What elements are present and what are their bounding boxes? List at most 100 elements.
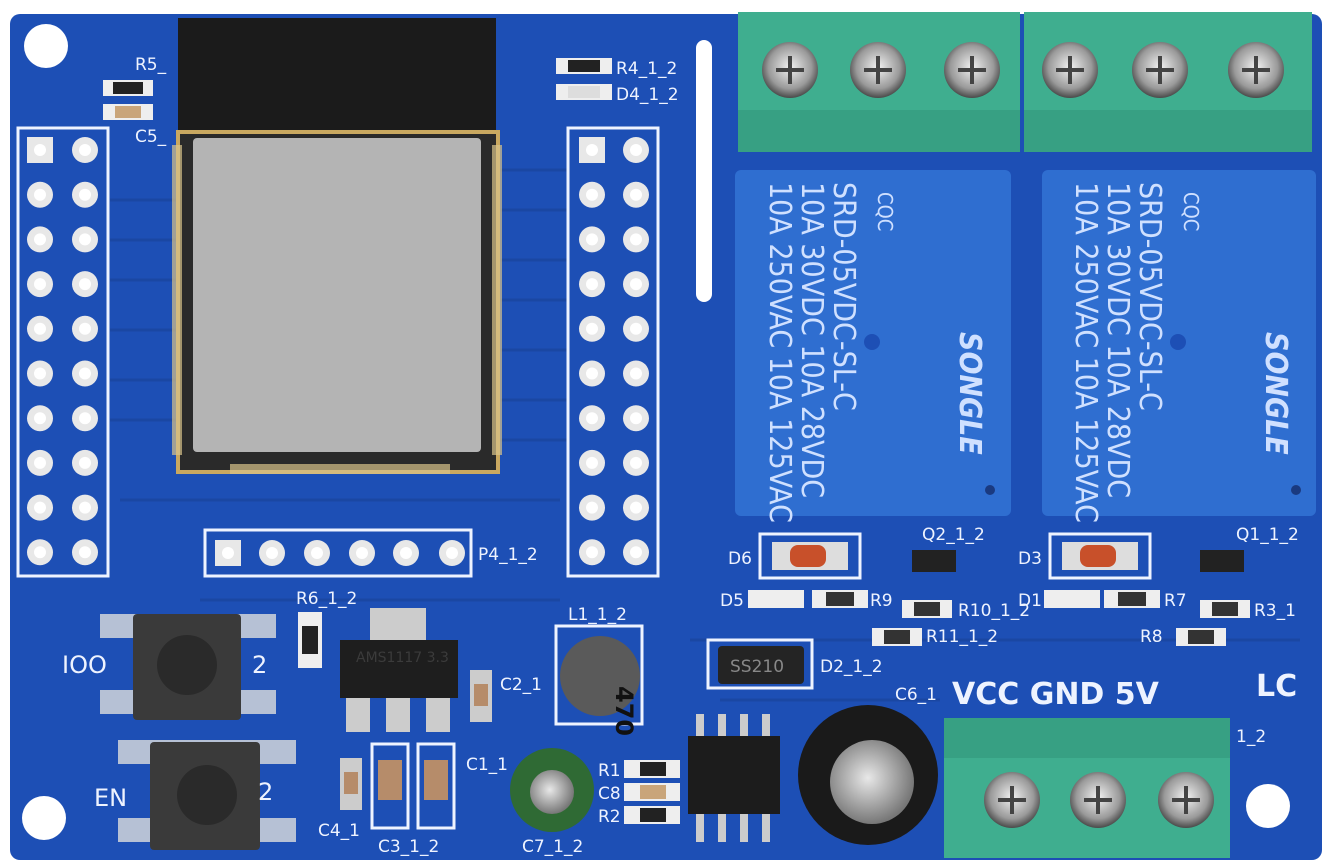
pin-hole xyxy=(34,188,46,201)
pin-hole xyxy=(311,547,323,559)
pin-hole xyxy=(79,322,91,335)
screw-slot xyxy=(1056,56,1084,84)
pin-hole xyxy=(79,278,91,291)
pin-hole xyxy=(34,546,46,559)
pin-hole xyxy=(34,367,46,380)
pin-hole xyxy=(630,546,642,559)
silkscreen-label: 1_2 xyxy=(1236,727,1266,747)
screw-slot xyxy=(1242,56,1270,84)
pin-hole xyxy=(34,278,46,291)
pin-hole xyxy=(630,144,642,156)
smd-top-mid: R4_1_2 D4_1_2 xyxy=(556,40,712,302)
pin-hole xyxy=(266,547,278,559)
pin-hole xyxy=(446,547,458,559)
silkscreen-label: C4_1 xyxy=(318,821,360,841)
pin-hole xyxy=(630,501,642,514)
pin-hole xyxy=(79,456,91,469)
relay-driver-1: D6 D5 R9 Q2_1_2 R10_1_2 R11_1_2 xyxy=(720,525,1030,647)
right-pin-header xyxy=(566,126,660,578)
button-ioo[interactable]: IOO 2 xyxy=(62,614,276,720)
logo-lc: LC xyxy=(1256,669,1297,704)
screw-slot xyxy=(1172,786,1200,814)
silkscreen-label: D6 xyxy=(728,549,752,569)
silkscreen-label: C3_1_2 xyxy=(378,837,439,857)
pin-hole xyxy=(79,144,91,156)
relay-1-rating-dc: 10A 30VDC 10A 28VDC xyxy=(794,182,829,498)
relay-2-rating-ac: 10A 250VAC 10A 125VAC xyxy=(1068,182,1103,523)
silkscreen-label: D1 xyxy=(1018,591,1042,611)
screw-slot xyxy=(1146,56,1174,84)
button-en[interactable]: EN 2 xyxy=(94,740,296,850)
relay-2-model: SRD-05VDC-SL-C xyxy=(1132,182,1167,411)
pin-hole xyxy=(79,412,91,425)
esp32-module xyxy=(172,18,502,474)
silkscreen-label: R2 xyxy=(598,807,621,827)
pin-hole xyxy=(630,456,642,469)
silkscreen-label: R10_1_2 xyxy=(958,601,1030,621)
screw-slot xyxy=(776,56,804,84)
mounting-holes xyxy=(22,24,1290,840)
silkscreen-label: C6_1 xyxy=(895,685,937,705)
silkscreen-label: D2_1_2 xyxy=(820,657,883,677)
pin-hole xyxy=(630,188,642,201)
slot-cutout xyxy=(696,40,712,302)
silkscreen-label: R8 xyxy=(1140,627,1163,647)
silkscreen-label: SS210 xyxy=(730,657,784,677)
diode-ss210 xyxy=(718,646,804,684)
pin-hole xyxy=(356,547,368,559)
pin-hole xyxy=(400,547,412,559)
label-r5: R5_ xyxy=(135,55,167,75)
silkscreen-label: AMS1117 3.3 xyxy=(356,650,449,666)
silkscreen-label: R1 xyxy=(598,761,621,781)
pin-hole xyxy=(586,412,598,425)
left-pin-header xyxy=(16,126,110,578)
relay-1: 10A 250VAC 10A 125VAC 10A 30VDC 10A 28VD… xyxy=(735,170,1011,523)
relay-2-brand: SONGLE xyxy=(1258,332,1293,455)
silkscreen-label: 2 xyxy=(252,651,267,679)
pin-hole xyxy=(630,412,642,425)
pin-hole xyxy=(34,322,46,335)
silkscreen-label: C1_1 xyxy=(466,755,508,775)
pin-hole xyxy=(34,233,46,246)
silkscreen-label: C8 xyxy=(598,784,621,804)
silkscreen-label: Q1_1_2 xyxy=(1236,525,1299,545)
pin-hole xyxy=(630,367,642,380)
pin-hole xyxy=(79,546,91,559)
pin-hole xyxy=(79,188,91,201)
silkscreen-label: R9 xyxy=(870,591,893,611)
pin-hole xyxy=(586,501,598,514)
power-label: VCC GND 5V xyxy=(952,677,1160,712)
silkscreen-label: D3 xyxy=(1018,549,1042,569)
silkscreen-label: R11_1_2 xyxy=(926,627,998,647)
screw-slot xyxy=(1084,786,1112,814)
silkscreen-label: R3_1 xyxy=(1254,601,1296,621)
pin-hole xyxy=(586,233,598,246)
screw-slot xyxy=(998,786,1026,814)
module-shield xyxy=(193,138,481,452)
ic-chip xyxy=(688,736,780,814)
silkscreen-label: 470 xyxy=(610,686,638,736)
pin-hole xyxy=(586,144,598,156)
relay-1-cert: CQC xyxy=(873,192,897,231)
pin-hole xyxy=(586,188,598,201)
pin-hole xyxy=(79,367,91,380)
antenna-area xyxy=(178,18,496,138)
pin-hole xyxy=(630,233,642,246)
pin-hole xyxy=(34,456,46,469)
label-en: EN xyxy=(94,784,127,812)
relay-2: 10A 250VAC 10A 125VAC 10A 30VDC 10A 28VD… xyxy=(1042,170,1316,523)
relay-1-rating-ac: 10A 250VAC 10A 125VAC xyxy=(762,182,797,523)
pin-hole xyxy=(79,233,91,246)
pin-hole xyxy=(79,501,91,514)
terminal-screws-bottom xyxy=(984,772,1214,828)
pin-hole xyxy=(222,547,234,559)
silkscreen-label: L1_1_2 xyxy=(568,605,627,625)
relay-2-rating-dc: 10A 30VDC 10A 28VDC xyxy=(1100,182,1135,498)
relay-2-cert: CQC xyxy=(1179,192,1203,231)
silkscreen-label: R6_1_2 xyxy=(296,589,357,609)
inductor xyxy=(560,636,640,716)
pin-hole xyxy=(34,412,46,425)
pin-hole xyxy=(586,278,598,291)
pin-hole xyxy=(34,144,46,156)
pin-hole xyxy=(586,546,598,559)
